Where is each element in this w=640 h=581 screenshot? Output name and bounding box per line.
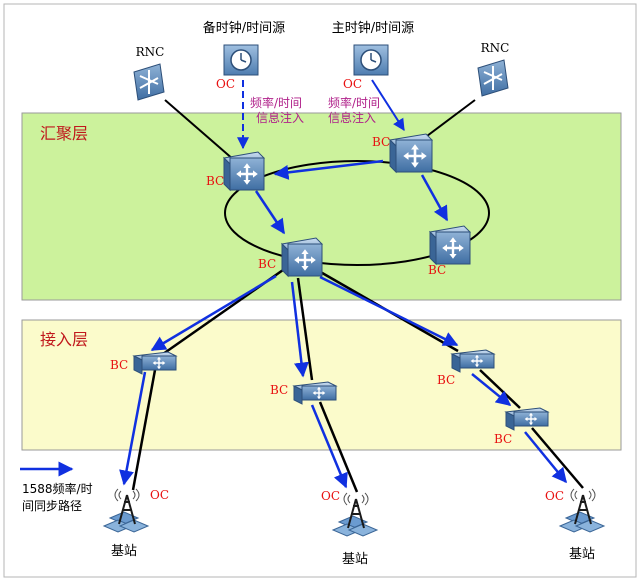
sync-path-master-clock [371,79,405,132]
base-station-right-icon [558,488,606,533]
bc-center-switch-icon [280,237,324,278]
base-station-right-oc: OC [545,489,564,503]
base-station-left-label: 基站 [111,544,137,559]
outer-frame [3,3,637,578]
rnc-left-link [164,99,235,161]
bc-access-left-switch-icon [132,351,178,375]
inject-right-line2: 信息注入 [328,110,376,125]
rnc-left-icon [133,63,165,101]
sync-path-access-right1-to-right2 [471,373,512,406]
inject-left-line1: 频率/时间 [250,95,302,110]
bc-access-right1-label: BC [437,373,455,387]
aggregation-ring [224,160,490,266]
backup-clock-oc: OC [216,77,235,91]
sync-path-center-to-access-right1 [319,275,459,347]
bc-center-label: BC [258,257,276,271]
backup-clock-icon [223,44,259,76]
bc-left-switch-icon [222,151,266,192]
rnc-right-link [422,99,476,140]
access-layer-label: 接入层 [40,330,88,349]
sync-path-master-to-right [420,174,449,222]
bc-right-label: BC [428,263,446,277]
bc-access-right1-switch-icon [450,349,496,373]
bc-master-switch-icon [388,133,434,174]
bc-access-mid-label: BC [270,383,288,397]
sync-path-access-left-to-bs [119,371,147,486]
link-access-mid-to-bs [318,401,359,493]
bc-access-mid-switch-icon [292,381,338,405]
link-center-to-access-mid [296,277,314,381]
legend-line2: 间同步路径 [22,498,82,513]
base-station-left-icon [102,488,150,533]
sync-path-access-right2-to-bs [524,431,567,484]
rnc-right-icon [477,59,509,97]
backup-clock-label: 备时钟/时间源 [203,20,285,36]
master-clock-icon [353,44,389,76]
sync-path-master-to-left [273,159,384,180]
sync-path-center-to-access-mid [290,281,309,378]
link-access-left-to-bs [131,369,157,491]
base-station-mid-icon [331,492,379,537]
bc-access-right2-label: BC [494,432,512,446]
master-clock-oc: OC [343,77,362,91]
link-access-right1-to-right2 [479,369,521,409]
rnc-right-label: RNC [481,41,510,55]
base-station-mid-label: 基站 [342,552,368,567]
bc-access-left-label: BC [110,358,128,372]
aggregation-layer-label: 汇聚层 [40,124,88,143]
base-station-right-label: 基站 [569,547,595,562]
sync-path-left-to-center [254,190,286,235]
bc-right-switch-icon [428,225,472,266]
bc-left-label: BC [206,174,224,188]
bc-access-right2-switch-icon [504,407,550,431]
sync-path-access-mid-to-bs [310,404,348,489]
sync-path-center-to-access-left [150,274,277,352]
base-station-mid-oc: OC [321,489,340,503]
link-access-right2-to-bs [531,427,584,489]
rnc-left-label: RNC [136,45,165,59]
master-clock-label: 主时钟/时间源 [332,20,414,36]
base-station-left-oc: OC [150,488,169,502]
legend-line1: 1588频率/时 [22,481,93,496]
inject-right-line1: 频率/时间 [328,95,380,110]
inject-left-line2: 信息注入 [256,110,304,125]
bc-master-label: BC [372,135,390,149]
